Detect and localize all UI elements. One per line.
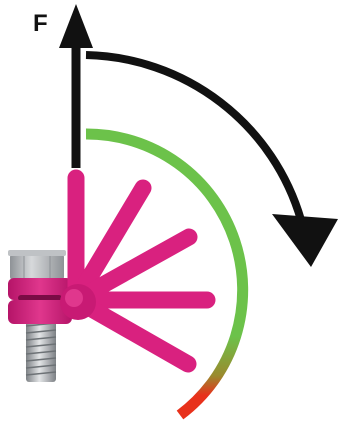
- force-label: F: [33, 10, 48, 37]
- swivel-base: [8, 278, 72, 324]
- swing-position-3: [67, 228, 198, 309]
- swivel-base-slot: [18, 295, 62, 301]
- swing-position-5: [67, 291, 197, 373]
- bolt: [8, 250, 66, 382]
- rotation-arrow-arc: [85, 51, 305, 222]
- bolt-thread: [26, 320, 56, 382]
- swivel-base-upper: [8, 278, 72, 300]
- swing-range-arc: [85, 128, 249, 420]
- swing-position-2: [67, 179, 152, 309]
- swivel-base-lower: [8, 300, 72, 324]
- rotation-arrow-head: [272, 214, 338, 267]
- force-arrow-head: [59, 4, 93, 48]
- washer: [8, 250, 66, 256]
- swing-positions: [67, 169, 216, 373]
- hex-nut: [10, 254, 64, 280]
- pivot-hub-shade: [65, 289, 83, 307]
